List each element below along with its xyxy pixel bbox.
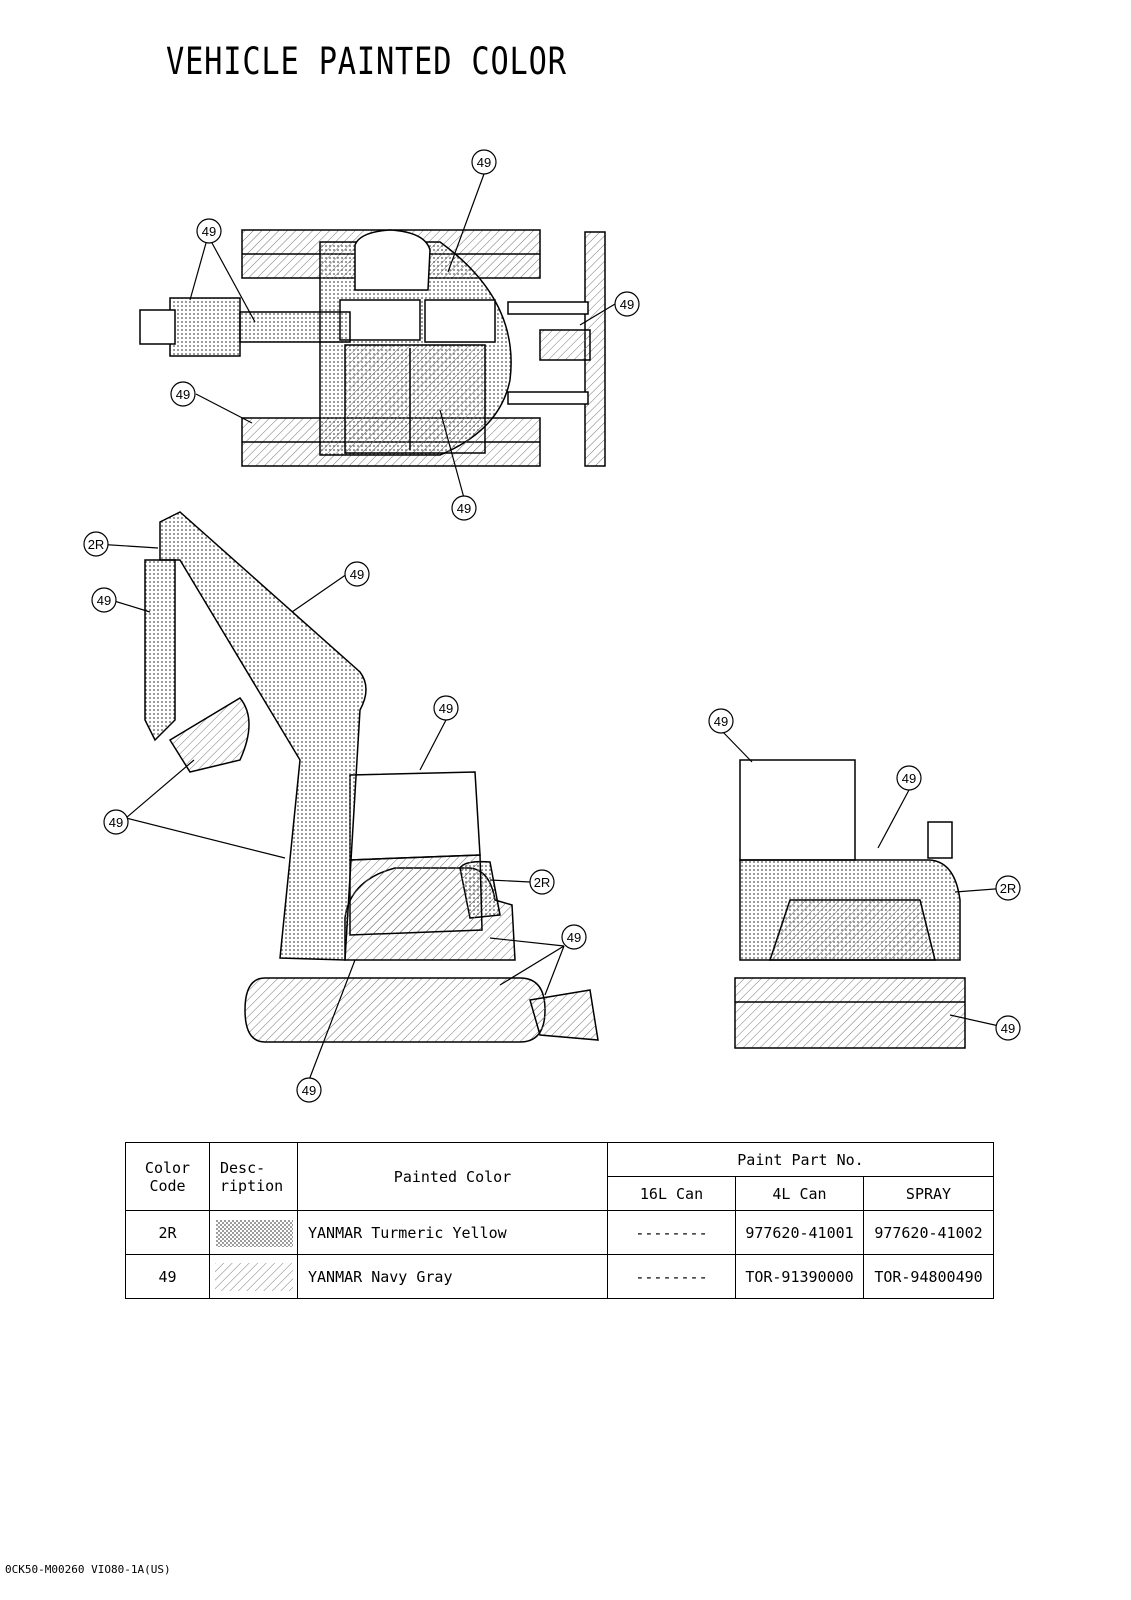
header-paint-part-no: Paint Part No. bbox=[607, 1142, 994, 1177]
row-swatch bbox=[209, 1254, 298, 1299]
side-blade bbox=[529, 989, 599, 1041]
rear-track bbox=[734, 977, 966, 1049]
callout-49-l-label: 49 bbox=[567, 930, 581, 945]
header-color-code: Color Code bbox=[125, 1142, 210, 1211]
document-code: 0CK50-M00260 VIO80-1A(US) bbox=[5, 1563, 171, 1576]
row-16l-can: -------- bbox=[607, 1210, 736, 1255]
row-16l-can: -------- bbox=[607, 1254, 736, 1299]
header-color-code-line1: Color bbox=[144, 1158, 191, 1177]
header-16l-can: 16L Can bbox=[607, 1176, 736, 1211]
callout-49-i-label: 49 bbox=[714, 714, 728, 729]
side-track bbox=[244, 977, 546, 1043]
callout-2r-b: 2R bbox=[529, 869, 555, 895]
row-swatch bbox=[209, 1210, 298, 1255]
row-spray: 977620-41002 bbox=[863, 1210, 994, 1255]
leader-lines bbox=[95, 173, 1009, 1081]
header-description: Desc- ription bbox=[209, 1142, 298, 1211]
callout-49-k: 49 bbox=[103, 809, 129, 835]
callout-49-b-label: 49 bbox=[202, 224, 216, 239]
hatch-swatch bbox=[214, 1262, 293, 1291]
top-boom bbox=[239, 311, 351, 343]
callout-49-b: 49 bbox=[196, 218, 222, 244]
paint-table: Color Code Desc- ription Painted Color P… bbox=[125, 1142, 994, 1299]
callout-49-d: 49 bbox=[170, 381, 196, 407]
header-spray: SPRAY bbox=[863, 1176, 994, 1211]
callout-49-c: 49 bbox=[614, 291, 640, 317]
table-row: 49 YANMAR Navy Gray -------- TOR-9139000… bbox=[125, 1254, 994, 1299]
top-view bbox=[139, 229, 606, 467]
callout-2r-b-label: 2R bbox=[534, 875, 551, 890]
callout-49-m: 49 bbox=[995, 1015, 1021, 1041]
callout-49-f-label: 49 bbox=[97, 593, 111, 608]
callout-49-c-label: 49 bbox=[620, 297, 634, 312]
header-4l-can: 4L Can bbox=[735, 1176, 864, 1211]
row-color-name: YANMAR Navy Gray bbox=[297, 1254, 608, 1299]
vehicle-drawings: 49 49 49 49 49 2R 49 49 49 49 49 49 2R 2… bbox=[83, 149, 1021, 1103]
callout-2r-c: 2R bbox=[995, 875, 1021, 901]
row-color-name: YANMAR Turmeric Yellow bbox=[297, 1210, 608, 1255]
callout-49-e: 49 bbox=[451, 495, 477, 521]
callout-49-e-label: 49 bbox=[457, 501, 471, 516]
header-description-line1: Desc- bbox=[220, 1158, 266, 1177]
dots-swatch bbox=[214, 1218, 293, 1247]
callout-49-g-label: 49 bbox=[350, 567, 364, 582]
callout-49-i: 49 bbox=[708, 708, 734, 734]
callout-49-n: 49 bbox=[296, 1077, 322, 1103]
side-arm bbox=[144, 559, 176, 742]
page-title: VEHICLE PAINTED COLOR bbox=[166, 40, 567, 83]
row-color-code: 49 bbox=[125, 1254, 210, 1299]
callout-49-g: 49 bbox=[344, 561, 370, 587]
side-view bbox=[144, 511, 599, 1043]
rear-view bbox=[734, 759, 966, 1049]
side-bucket bbox=[168, 697, 250, 773]
callout-49-n-label: 49 bbox=[302, 1083, 316, 1098]
rear-cab bbox=[739, 759, 856, 861]
callout-2r-a: 2R bbox=[83, 531, 109, 557]
callout-49-j: 49 bbox=[896, 765, 922, 791]
callout-49-d-label: 49 bbox=[176, 387, 190, 402]
top-bucket bbox=[169, 297, 241, 357]
callout-49-h: 49 bbox=[433, 695, 459, 721]
table-row: 2R YANMAR Turmeric Yellow -------- 97762… bbox=[125, 1210, 994, 1255]
side-cab bbox=[349, 771, 481, 861]
callout-49-l: 49 bbox=[561, 924, 587, 950]
callout-49-j-label: 49 bbox=[902, 771, 916, 786]
header-description-line2: ription bbox=[220, 1176, 284, 1195]
row-color-code: 2R bbox=[125, 1210, 210, 1255]
callout-49-m-label: 49 bbox=[1001, 1021, 1015, 1036]
top-seat bbox=[354, 229, 431, 291]
header-color-code-line2: Code bbox=[149, 1176, 186, 1195]
callout-49-f: 49 bbox=[91, 587, 117, 613]
row-4l-can: TOR-91390000 bbox=[735, 1254, 864, 1299]
callout-49-h-label: 49 bbox=[439, 701, 453, 716]
top-cab-roof bbox=[344, 344, 486, 454]
callout-49-a: 49 bbox=[471, 149, 497, 175]
callout-2r-a-label: 2R bbox=[88, 537, 105, 552]
header-painted-color: Painted Color bbox=[297, 1142, 608, 1211]
callout-2r-c-label: 2R bbox=[1000, 881, 1017, 896]
callout-49-k-label: 49 bbox=[109, 815, 123, 830]
callout-49-a-label: 49 bbox=[477, 155, 491, 170]
row-4l-can: 977620-41001 bbox=[735, 1210, 864, 1255]
row-spray: TOR-94800490 bbox=[863, 1254, 994, 1299]
side-boom bbox=[159, 511, 367, 961]
